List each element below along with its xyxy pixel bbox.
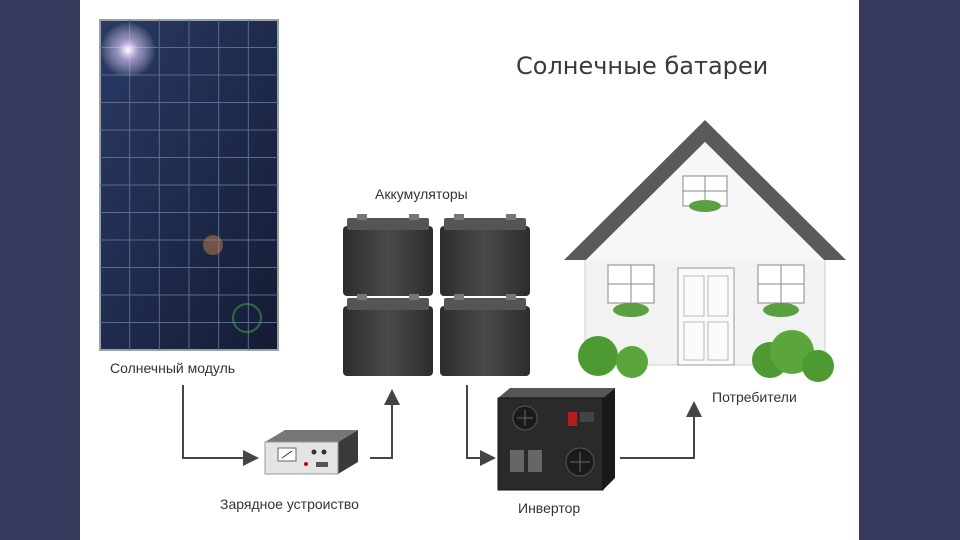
label-charger: Зарядное устроиство xyxy=(220,496,359,512)
page-title: Солнечные батареи xyxy=(516,52,769,80)
slide: Солнечные батареи Солнечный модуль Аккум… xyxy=(80,0,859,540)
battery-icon xyxy=(343,214,530,376)
charger-icon xyxy=(264,430,358,475)
arrow-charger-to-batteries xyxy=(370,389,400,459)
label-batteries: Аккумуляторы xyxy=(375,186,468,202)
label-consumers: Потребители xyxy=(712,389,797,405)
diagram-canvas xyxy=(99,19,846,491)
arrow-panel-to-charger xyxy=(182,385,259,466)
arrow-inverter-to-consumers xyxy=(620,401,702,459)
inverter-icon xyxy=(497,388,615,491)
solar-panel-icon xyxy=(99,19,279,351)
house-icon xyxy=(564,120,846,382)
label-inverter: Инвертор xyxy=(518,500,581,516)
label-solar-module: Солнечный модуль xyxy=(110,360,236,376)
arrow-batteries-to-inverter xyxy=(466,385,496,466)
